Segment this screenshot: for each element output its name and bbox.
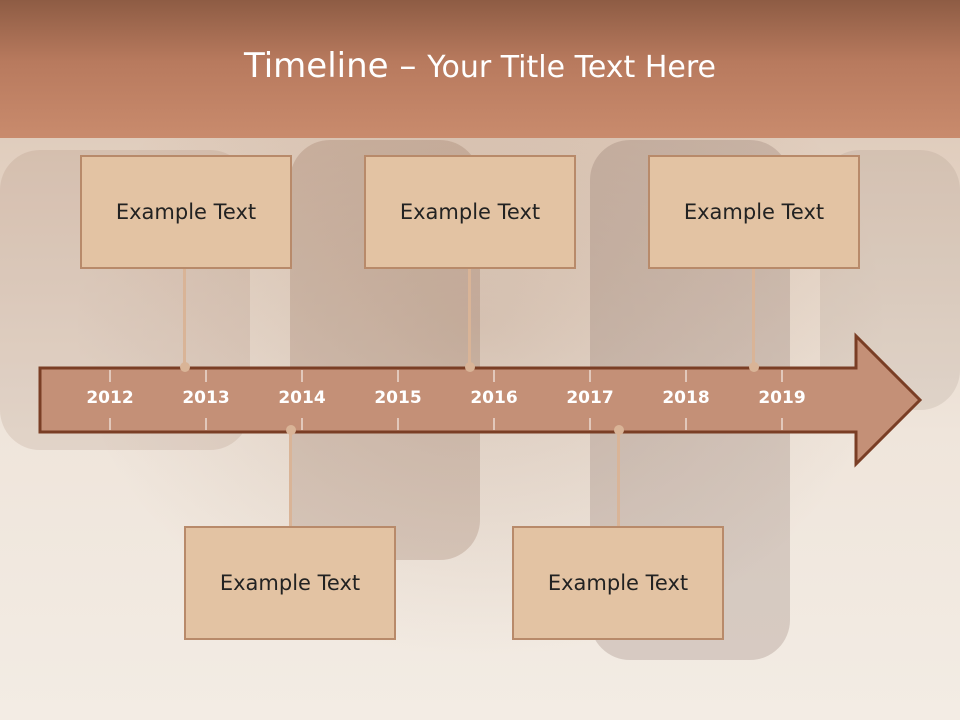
year-label-2014: 2014 (278, 388, 325, 408)
connector-line (752, 268, 755, 366)
connector-line (183, 268, 186, 366)
event-box-label: Example Text (219, 571, 361, 595)
timeline-arrow-shape (38, 332, 923, 468)
event-box-top-1[interactable]: Example Text (80, 155, 292, 269)
event-box-label: Example Text (399, 200, 541, 224)
connector-dot (180, 362, 190, 372)
event-box-label: Example Text (683, 200, 825, 224)
event-box-top-2[interactable]: Example Text (364, 155, 576, 269)
timeline-ticks (109, 370, 783, 430)
connector-line (289, 432, 292, 528)
connector-dot (749, 362, 759, 372)
year-label-2013: 2013 (182, 388, 229, 408)
title-subtitle: Your Title Text Here (427, 50, 716, 85)
connector-line (617, 432, 620, 528)
connector-line (468, 268, 471, 366)
title-main: Timeline – (244, 46, 428, 86)
year-label-2018: 2018 (662, 388, 709, 408)
event-box-label: Example Text (547, 571, 689, 595)
event-box-bottom-1[interactable]: Example Text (184, 526, 396, 640)
event-box-label: Example Text (115, 200, 257, 224)
connector-dot (465, 362, 475, 372)
slide-title: Timeline – Your Title Text Here (244, 46, 716, 86)
event-box-bottom-2[interactable]: Example Text (512, 526, 724, 640)
timeline-years: 2012 2013 2014 2015 2016 2017 2018 2019 (86, 388, 805, 408)
year-label-2012: 2012 (86, 388, 133, 408)
year-label-2017: 2017 (566, 388, 613, 408)
year-label-2015: 2015 (374, 388, 421, 408)
title-band: Timeline – Your Title Text Here (0, 0, 960, 138)
year-label-2016: 2016 (470, 388, 517, 408)
event-box-top-3[interactable]: Example Text (648, 155, 860, 269)
connector-dot (286, 425, 296, 435)
year-label-2019: 2019 (758, 388, 805, 408)
connector-dot (614, 425, 624, 435)
